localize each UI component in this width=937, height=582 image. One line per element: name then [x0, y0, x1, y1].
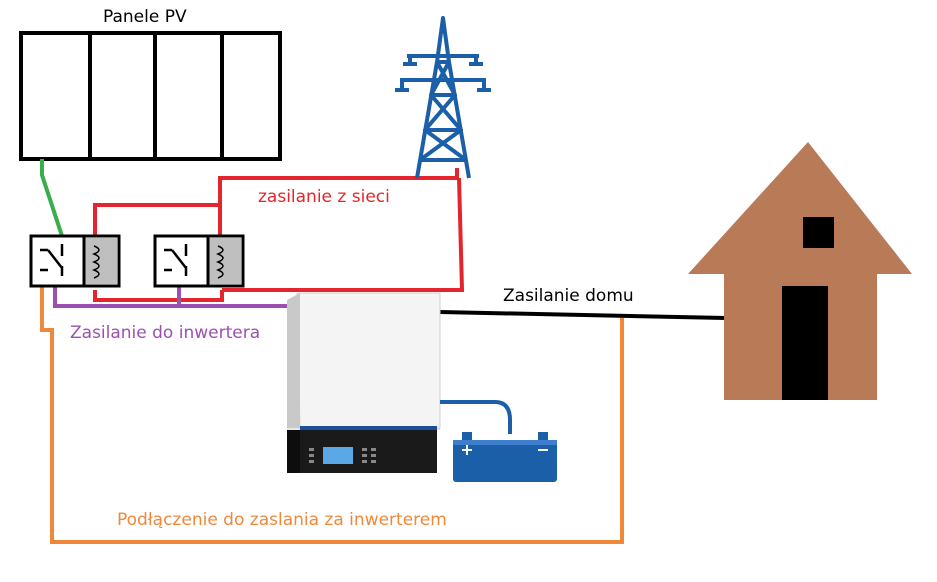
bypass-wire	[40, 286, 624, 544]
relay-icon	[153, 234, 245, 288]
power-pylon-icon	[395, 16, 491, 179]
after-inverter-label: Podłączenie do zaslania za inwerterem	[117, 510, 447, 530]
pv-panel-array	[19, 31, 282, 161]
house-supply-wire	[439, 310, 727, 320]
inverter-device	[287, 292, 441, 473]
battery-cable	[440, 400, 512, 434]
house-icon	[688, 142, 912, 400]
relay-icon	[29, 234, 121, 288]
pv-panels-label: Panele PV	[103, 7, 187, 27]
house-supply-label: Zasilanie domu	[503, 286, 634, 306]
inverter-supply-label: Zasilanie do inwertera	[70, 323, 261, 343]
battery-icon	[453, 432, 557, 482]
grid-wires	[93, 168, 465, 302]
pv-wire	[40, 159, 64, 237]
grid-supply-label: zasilanie z sieci	[258, 187, 390, 207]
